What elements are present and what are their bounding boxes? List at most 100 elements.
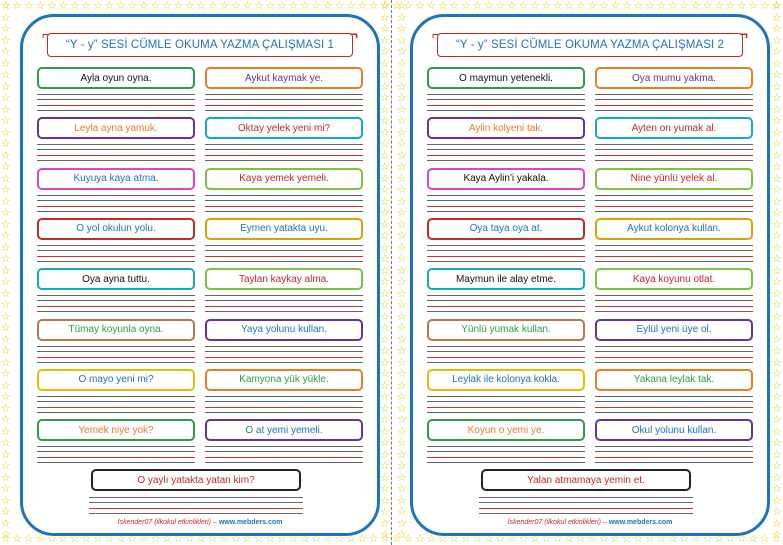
star-icon: ☆ (506, 533, 517, 545)
star-icon: ☆ (771, 114, 782, 127)
star-icon: ☆ (396, 482, 407, 495)
star-icon: ☆ (219, 0, 230, 12)
writing-lines[interactable] (427, 94, 753, 111)
star-icon: ☆ (230, 0, 241, 12)
writing-lines[interactable] (427, 345, 753, 363)
star-icon: ☆ (771, 332, 782, 346)
writing-guide-line (595, 255, 753, 257)
writing-guide-line (37, 144, 195, 146)
writing-guide-line (205, 155, 363, 157)
sentence-box: Nine yünlü yelek al. (595, 167, 753, 190)
writing-guide-line (427, 457, 585, 459)
star-icon: ☆ (379, 171, 390, 185)
sentence-box: Koyun o yemi ye. (427, 419, 585, 442)
star-icon: ☆ (379, 321, 390, 334)
star-icon: ☆ (552, 0, 563, 12)
writing-lines[interactable] (37, 144, 363, 162)
star-icon: ☆ (127, 533, 138, 545)
star-icon: ☆ (58, 0, 69, 12)
sentence-box: Tümay koyunla oyna. (37, 318, 195, 341)
writing-guide-line (37, 400, 195, 402)
final-writing-lines[interactable] (479, 497, 693, 514)
star-icon: ☆ (679, 533, 690, 545)
sentence-row: Leylak ile kolonya kokla.Yakana leylak t… (427, 368, 753, 417)
star-icon: ☆ (379, 252, 390, 265)
star-icon: ☆ (379, 516, 390, 530)
writing-lines[interactable] (37, 345, 363, 363)
sentence-text: Taylan kaykay alma. (238, 273, 330, 285)
sentence-box: Maymun ile alay etme. (427, 268, 585, 291)
writing-lines[interactable] (37, 244, 363, 262)
writing-guide-line (595, 356, 753, 358)
writing-lines[interactable] (37, 194, 363, 212)
star-icon: ☆ (0, 286, 11, 300)
star-icon: ☆ (104, 0, 115, 12)
final-sentence-text: O yaylı yatakta yatan kim? (137, 474, 255, 486)
writing-guide-line (427, 244, 585, 246)
writing-guide-line (205, 249, 363, 251)
writing-lines[interactable] (427, 244, 753, 262)
star-icon: ☆ (610, 533, 621, 545)
star-icon: ☆ (396, 0, 407, 12)
star-icon: ☆ (23, 0, 34, 12)
sentence-box: Yaya yolunu kullan. (205, 318, 363, 341)
star-icon: ☆ (379, 217, 390, 231)
writing-guide-line (427, 295, 585, 297)
star-icon: ☆ (396, 286, 407, 300)
star-icon: ☆ (396, 424, 407, 438)
writing-lines[interactable] (427, 395, 753, 413)
star-icon: ☆ (69, 533, 80, 545)
sentence-row: O maymun yetenekli.Oya mumu yakma. (427, 67, 753, 115)
star-icon: ☆ (0, 114, 11, 127)
star-icon: ☆ (771, 45, 782, 58)
writing-lines[interactable] (427, 295, 753, 313)
writing-lines[interactable] (427, 446, 753, 464)
writing-lines[interactable] (427, 144, 753, 162)
writing-guide-line (205, 311, 363, 313)
star-icon: ☆ (771, 171, 782, 185)
sentence-box: O at yemi yemeli. (205, 419, 363, 442)
writing-guide-line (595, 105, 753, 106)
sentence-text: Eymen yatakta uyu. (240, 223, 328, 235)
writing-guide-line (427, 194, 585, 196)
star-icon: ☆ (0, 102, 11, 116)
star-icon: ☆ (0, 0, 11, 12)
final-writing-lines[interactable] (89, 497, 303, 514)
star-icon: ☆ (771, 401, 782, 415)
writing-lines[interactable] (427, 194, 753, 212)
writing-guide-line (37, 395, 195, 397)
final-sentence-text: Yalan atmamaya yemin et. (527, 474, 645, 486)
sentence-box: Yemek niye yok? (37, 419, 195, 442)
star-icon: ☆ (771, 194, 782, 208)
star-icon: ☆ (0, 309, 11, 323)
writing-guide-line (205, 199, 363, 201)
star-icon: ☆ (12, 533, 23, 545)
writing-guide-line (37, 244, 195, 246)
star-icon: ☆ (35, 533, 46, 545)
final-sentence-box: O yaylı yatakta yatan kim? (91, 469, 301, 491)
star-icon: ☆ (644, 533, 655, 545)
star-border-top: ☆☆☆☆☆☆☆☆☆☆☆☆☆☆☆☆☆☆☆☆☆☆☆☆☆☆☆☆☆☆☆☆☆☆☆☆☆☆☆☆… (0, 0, 783, 12)
writing-lines[interactable] (37, 446, 363, 464)
writing-guide-line (37, 462, 195, 464)
writing-guide-line (205, 295, 363, 297)
star-icon: ☆ (771, 493, 782, 507)
star-icon: ☆ (379, 91, 390, 104)
writing-guide-line (37, 406, 195, 408)
writing-lines[interactable] (37, 295, 363, 313)
writing-guide-line (37, 451, 195, 453)
writing-lines[interactable] (37, 94, 363, 111)
star-icon: ☆ (334, 0, 345, 12)
sentence-box: Ayla oyun oyna. (37, 67, 195, 89)
writing-guide-line (427, 199, 585, 201)
star-icon: ☆ (207, 533, 218, 545)
footer: İskender07 (ilkokul etkinlikleri) – www.… (23, 519, 377, 526)
star-icon: ☆ (276, 533, 287, 545)
writing-guide-line (595, 194, 753, 196)
worksheet-title: ⌐ “Y - y” SESİ CÜMLE OKUMA YAZMA ÇALIŞMA… (42, 26, 358, 57)
writing-guide-line (427, 411, 585, 413)
star-border-bottom: ☆☆☆☆☆☆☆☆☆☆☆☆☆☆☆☆☆☆☆☆☆☆☆☆☆☆☆☆☆☆☆☆☆☆☆☆☆☆☆☆… (0, 533, 783, 545)
star-icon: ☆ (379, 148, 390, 162)
writing-guide-line (479, 502, 693, 503)
writing-lines[interactable] (37, 395, 363, 413)
